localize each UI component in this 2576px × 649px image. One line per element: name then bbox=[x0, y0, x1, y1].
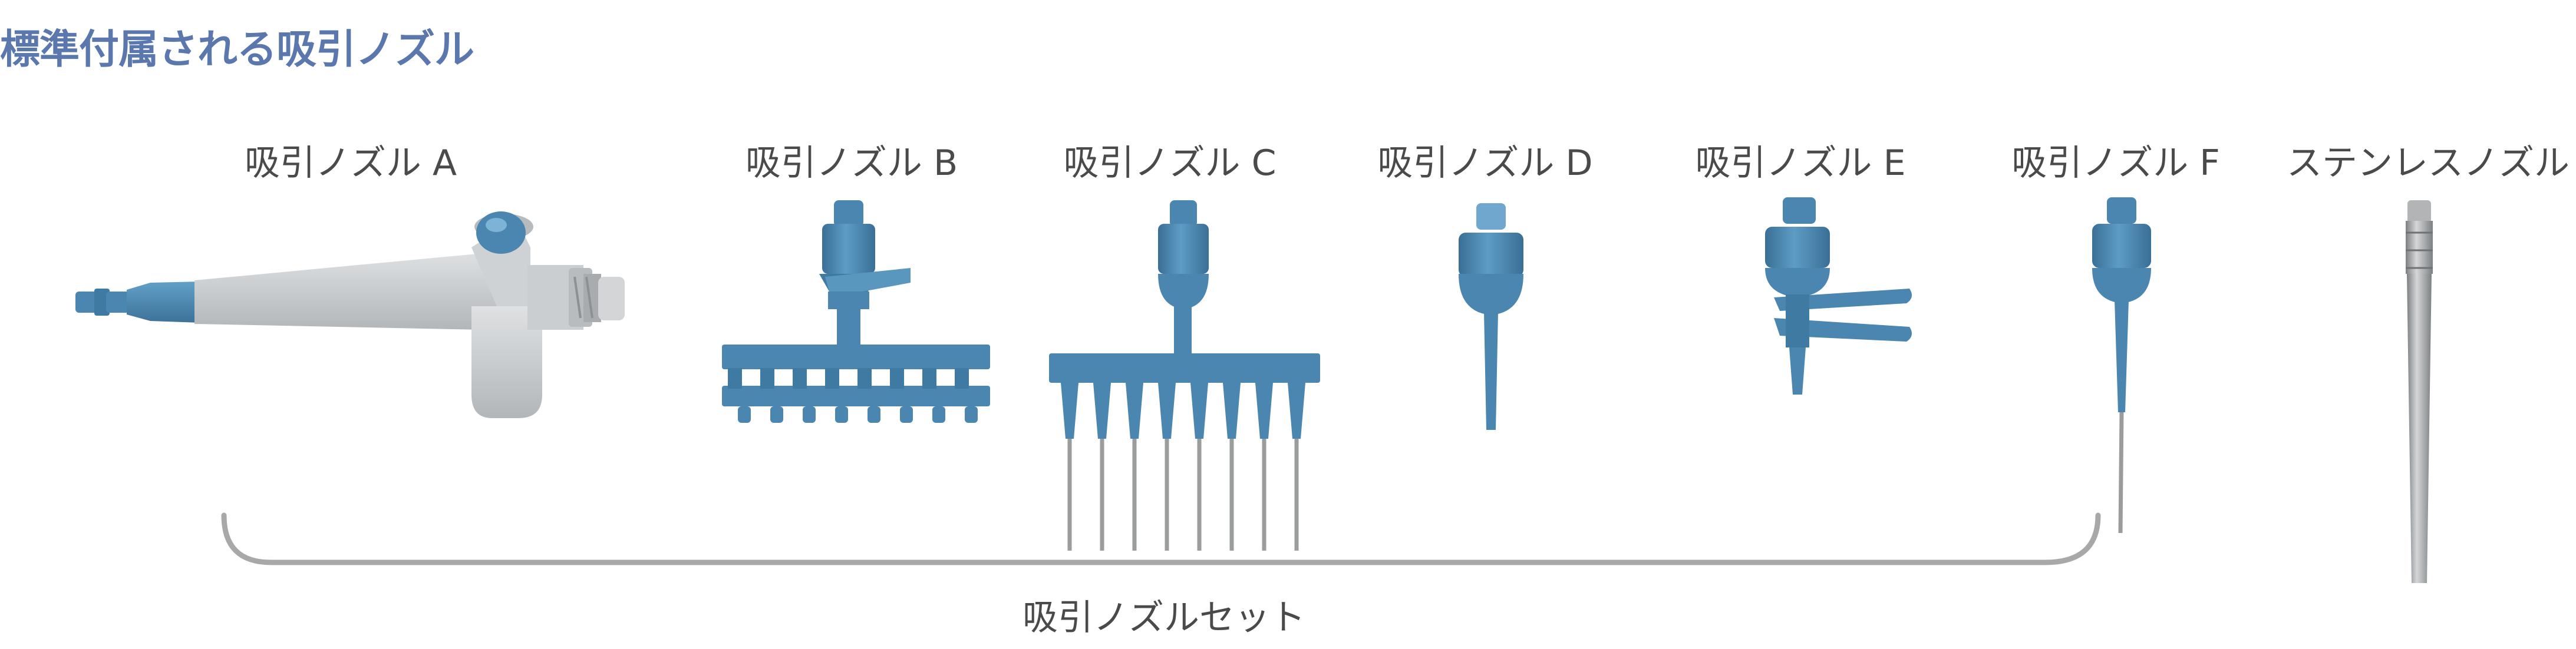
page-title: 標準付属される吸引ノズル bbox=[0, 27, 474, 73]
nozzle-c-label: 吸引ノズル C bbox=[1063, 143, 1277, 184]
nozzle-d-label: 吸引ノズル D bbox=[1377, 143, 1593, 184]
nozzle-c-icon bbox=[1049, 200, 1320, 551]
stainless-nozzle-icon bbox=[2406, 200, 2433, 583]
nozzle-e-label: 吸引ノズル E bbox=[1695, 143, 1906, 184]
nozzle-a-label: 吸引ノズル A bbox=[244, 143, 457, 184]
nozzle-d-icon bbox=[1459, 203, 1523, 430]
nozzle-a-icon bbox=[75, 211, 625, 418]
stainless-nozzle-label: ステンレスノズル bbox=[2287, 143, 2570, 184]
nozzle-f-icon bbox=[2092, 197, 2151, 534]
nozzle-f-label: 吸引ノズル F bbox=[2011, 143, 2220, 184]
set-bracket bbox=[221, 512, 2101, 565]
nozzle-b-icon bbox=[722, 200, 990, 423]
nozzle-e-icon bbox=[1765, 197, 1912, 395]
nozzle-b-label: 吸引ノズル B bbox=[745, 143, 958, 184]
set-label: 吸引ノズルセット bbox=[1023, 597, 1305, 638]
